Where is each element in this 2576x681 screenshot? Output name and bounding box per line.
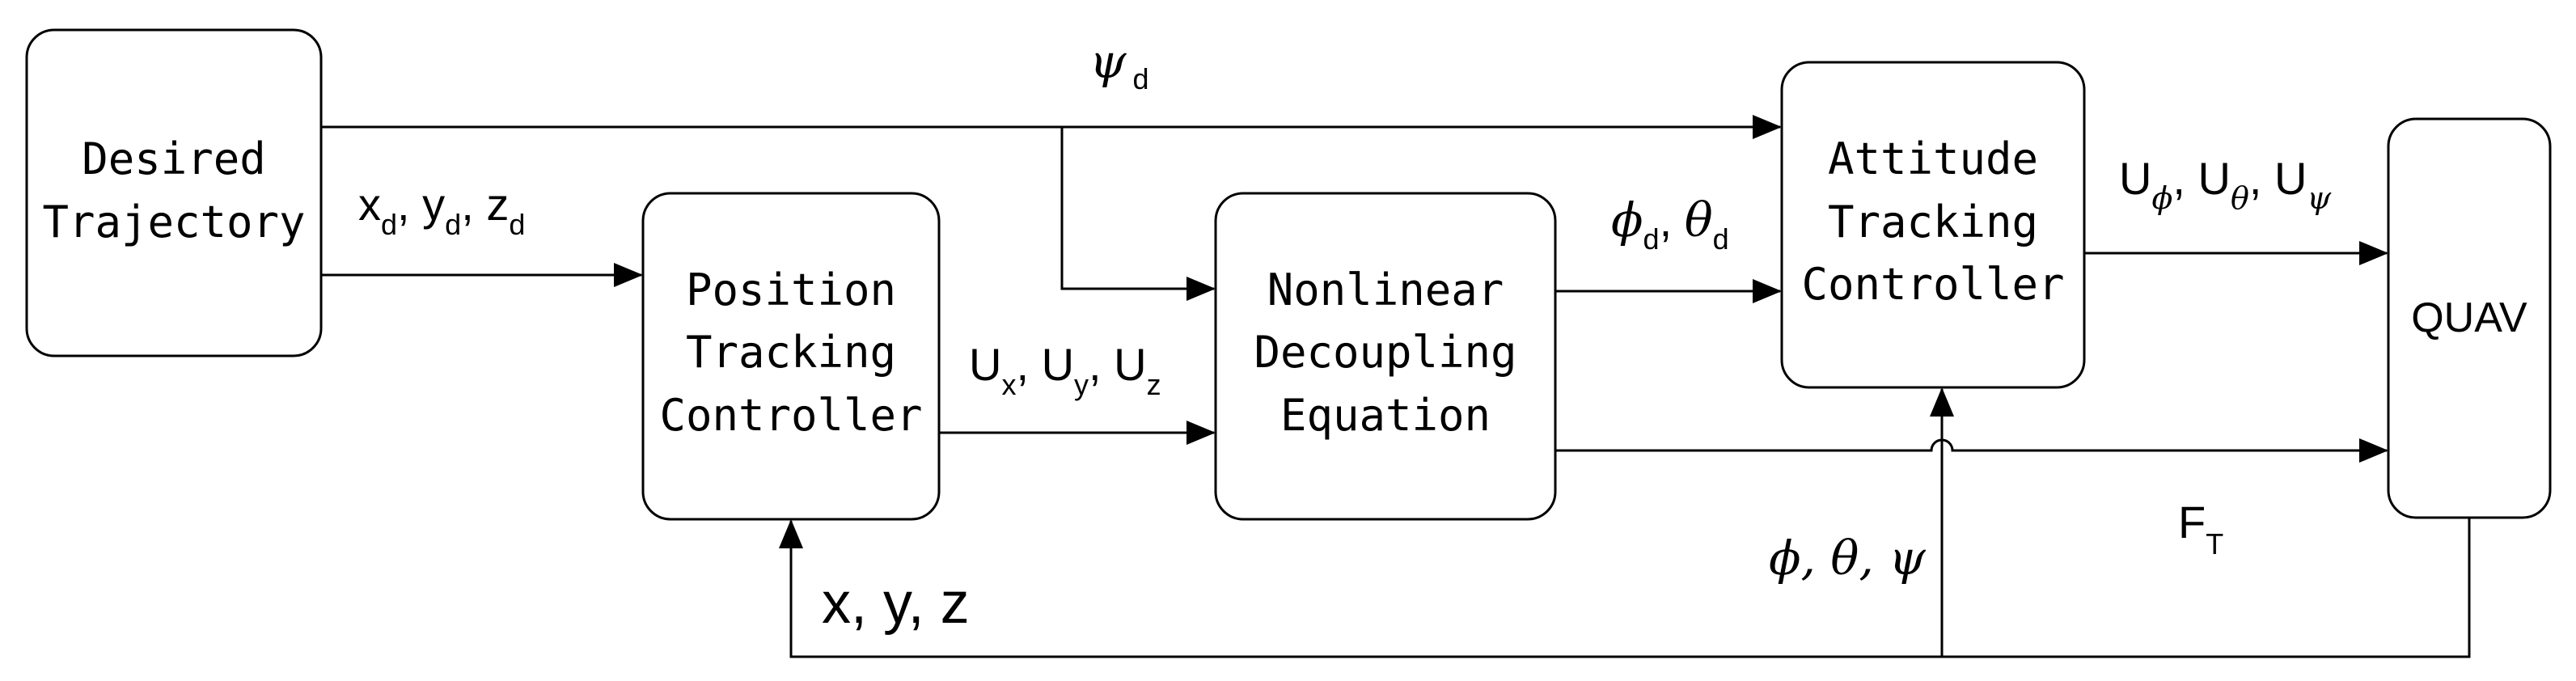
attitude-desired-label: ϕd, θd <box>1611 192 1729 256</box>
svg-text:Attitude: Attitude <box>1828 133 2038 184</box>
position-controller-line-2: Tracking <box>686 327 896 378</box>
svg-text:Equation: Equation <box>1280 390 1491 441</box>
desired-trajectory-block: Desired Trajectory <box>25 28 323 357</box>
quav-label: QUAV <box>2411 294 2527 341</box>
attitude-controller-line-1: Attitude <box>1828 133 2038 184</box>
psi-d-branch-wire <box>1060 127 1216 301</box>
attitude-controller-line-3: Controller <box>1801 259 2064 310</box>
svg-text:Position: Position <box>686 264 896 315</box>
nonlinear-decoupling-equation-block: Nonlinear Decoupling Equation <box>1214 192 1557 521</box>
position-controller-line-1: Position <box>686 264 896 315</box>
nonlinear-decoupling-line-2: Decoupling <box>1254 327 1516 378</box>
quav-block: QUAV <box>2387 117 2552 519</box>
position-controller-line-3: Controller <box>659 390 922 441</box>
svg-text:Nonlinear: Nonlinear <box>1267 264 1504 315</box>
svg-text:Controller: Controller <box>659 390 922 441</box>
desired-trajectory-line-1: Desired <box>82 133 266 184</box>
position-tracking-controller-block: Position Tracking Controller <box>641 192 941 521</box>
desired-trajectory-line-2: Trajectory <box>42 197 305 247</box>
svg-text:Desired: Desired <box>82 133 266 184</box>
u-attitude-label: Uϕ, Uθ, Uψ <box>2119 153 2332 216</box>
attitude-controller-line-2: Tracking <box>1828 197 2038 247</box>
thrust-label: FT <box>2178 497 2223 560</box>
attitude-tracking-controller-block: Attitude Tracking Controller <box>1780 61 2086 389</box>
svg-text:Decoupling: Decoupling <box>1254 327 1516 378</box>
feedback-loop-wire <box>779 518 2471 658</box>
desired-position-label: xd, yd, zd <box>358 179 525 241</box>
attitude-feedback-label: ϕ, θ, ψ <box>1769 531 1926 586</box>
svg-text:Tracking: Tracking <box>1828 197 2038 247</box>
position-feedback-label: x, y, z <box>822 571 970 636</box>
svg-text:Tracking: Tracking <box>686 327 896 378</box>
svg-text:Controller: Controller <box>1801 259 2064 310</box>
u-xyz-label: Ux, Uy, Uz <box>969 339 1161 401</box>
thrust-wire <box>1555 438 2388 463</box>
nonlinear-decoupling-line-3: Equation <box>1280 390 1491 441</box>
nonlinear-decoupling-line-1: Nonlinear <box>1267 264 1504 315</box>
svg-text:Trajectory: Trajectory <box>42 197 305 247</box>
